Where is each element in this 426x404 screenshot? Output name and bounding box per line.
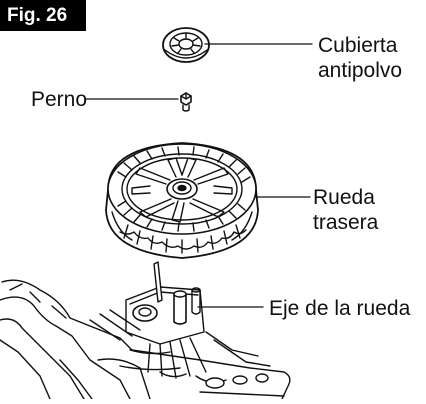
wheel-axle-label: Eje de la rueda (269, 296, 410, 321)
bolt-illustration (180, 92, 192, 112)
mower-deck-illustration (0, 261, 291, 400)
rear-wheel-label: Rueda trasera (313, 185, 378, 235)
dust-cover-label: Cubierta antipolvo (318, 33, 402, 83)
wheel-axle-label-line-1: Eje de la rueda (269, 297, 411, 320)
bolt-label: Perno (31, 87, 87, 112)
dust-cover-illustration (162, 27, 210, 63)
bolt-label-line-1: Perno (31, 88, 88, 111)
dust-cover-label-line-2: antipolvo (318, 59, 403, 82)
dust-cover-label-line-1: Cubierta (318, 34, 398, 57)
figure-number-badge: Fig. 26 (0, 0, 86, 31)
rear-wheel-illustration (105, 142, 259, 259)
rear-wheel-label-line-2: trasera (313, 211, 379, 234)
rear-wheel-label-line-1: Rueda (313, 186, 375, 209)
